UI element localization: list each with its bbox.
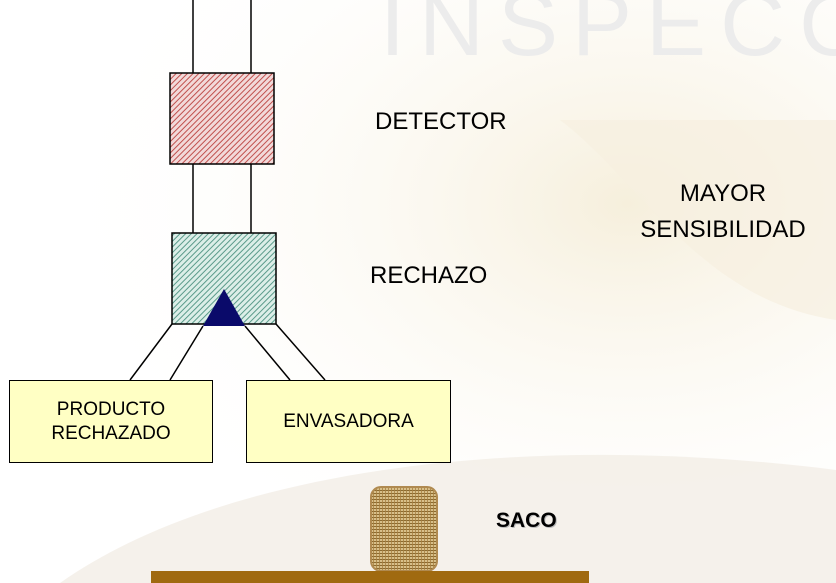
branch-line-outer-left <box>129 323 173 381</box>
producto-rechazado-label: PRODUCTO RECHAZADO <box>51 398 171 444</box>
deflector-triangle-icon <box>203 289 245 326</box>
branch-line-outer-right <box>275 323 326 381</box>
saco-label: SACO <box>496 509 557 532</box>
envasadora-label: ENVASADORA <box>283 410 414 432</box>
watermark-text: INSPECC <box>380 0 836 75</box>
producto-rechazado-box: PRODUCTO RECHAZADO <box>9 380 213 463</box>
branch-line-inner-left <box>169 325 204 381</box>
branch-line-inner-right <box>244 325 291 381</box>
envasadora-box: ENVASADORA <box>246 380 451 463</box>
background-swoosh-right <box>560 120 836 320</box>
mayor-sensibilidad-label: MAYOR SENSIBILIDAD <box>640 180 806 243</box>
background-swoosh <box>60 454 836 583</box>
sack-icon <box>370 486 438 572</box>
detector-block <box>169 72 275 165</box>
conveyor-belt <box>151 571 589 583</box>
rechazo-label: RECHAZO <box>370 262 488 289</box>
detector-label: DETECTOR <box>375 108 507 135</box>
